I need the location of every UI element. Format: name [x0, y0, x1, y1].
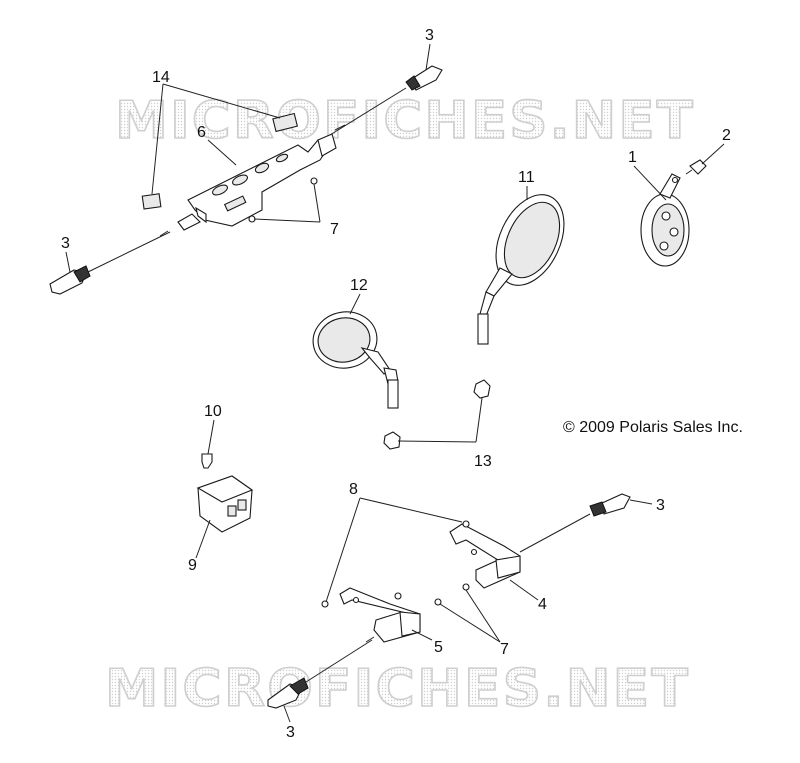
turn-signal-rear-right: [519, 493, 631, 553]
callout-13: 13: [474, 453, 492, 470]
front-signal-bracket: [177, 133, 337, 231]
callout-4: 4: [538, 596, 547, 613]
callout-3-top: 3: [425, 27, 434, 44]
callout-8: 8: [349, 481, 358, 498]
callout-1: 1: [628, 149, 637, 166]
callout-3-left: 3: [61, 235, 70, 252]
screw-rear-bracket: [394, 592, 402, 600]
screw-rear-low: [434, 598, 442, 606]
rear-signal-bracket-left: [339, 587, 421, 643]
nut-upper: [473, 379, 491, 399]
decal-left: [141, 193, 162, 210]
screw-top: [310, 177, 318, 185]
callout-7-top: 7: [330, 221, 339, 238]
callout-12: 12: [350, 277, 368, 294]
callout-6: 6: [197, 124, 206, 141]
horn: [640, 173, 690, 267]
nut-lower: [383, 431, 401, 450]
callout-3-rear-right: 3: [656, 497, 665, 514]
relay-screw: [201, 453, 213, 469]
mirror-right: [477, 194, 565, 345]
callout-9: 9: [188, 557, 197, 574]
callout-3-bottom: 3: [286, 724, 295, 741]
screw-rear-right: [462, 520, 470, 528]
copyright-text: © 2009 Polaris Sales Inc.: [563, 419, 743, 436]
mirror-left: [312, 311, 399, 409]
screw-rear-mid: [462, 583, 470, 591]
rear-signal-bracket-right: [449, 523, 521, 589]
horn-bolt: [685, 159, 707, 175]
flasher-relay: [196, 475, 254, 533]
callout-7-rear: 7: [500, 641, 509, 658]
watermark-bottom: MICROFICHES.NET: [105, 659, 690, 719]
turn-signal-top-right: [329, 65, 443, 136]
callout-11: 11: [518, 169, 535, 186]
callout-5: 5: [434, 639, 443, 656]
turn-signal-rear-left: [267, 636, 375, 709]
turn-signal-left: [49, 230, 171, 295]
leader-lines: [65, 43, 725, 723]
watermark-top: MICROFICHES.NET: [115, 91, 695, 151]
callout-14: 14: [152, 69, 170, 86]
callout-10: 10: [204, 403, 222, 420]
screw-rear-left: [321, 600, 329, 608]
callout-2: 2: [722, 127, 731, 144]
